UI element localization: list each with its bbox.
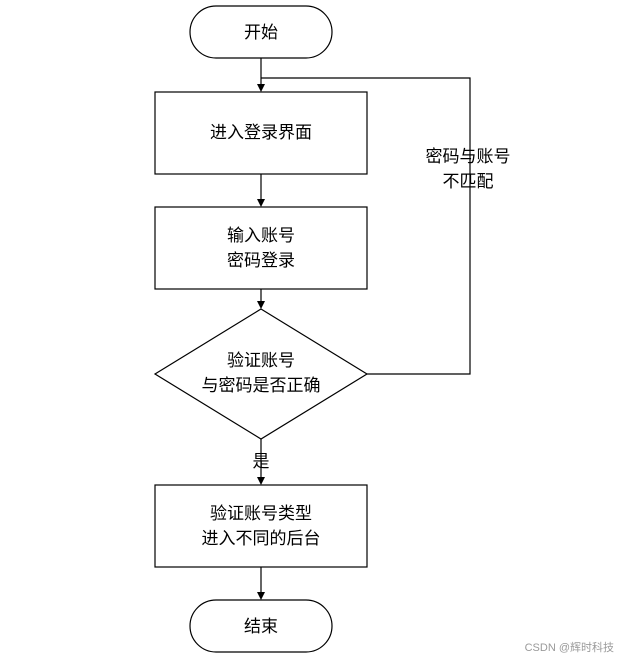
arrowhead-login-to-input (257, 199, 265, 207)
input-account-process: 输入账号 密码登录 (154, 206, 368, 290)
start-label: 开始 (244, 23, 278, 43)
start-terminal: 开始 (189, 5, 333, 59)
verify-line1: 验证账号 (227, 351, 295, 371)
mismatch-label-line2: 不匹配 (443, 172, 494, 192)
verify-type-line2: 进入不同的后台 (202, 529, 321, 549)
end-terminal: 结束 (189, 599, 333, 653)
mismatch-label-line1: 密码与账号 (426, 147, 511, 167)
arrowhead-start-to-login (257, 84, 265, 92)
end-label: 结束 (244, 617, 278, 637)
arrowhead-type-to-end (257, 592, 265, 600)
input-account-line1: 输入账号 (227, 226, 295, 246)
arrowhead-input-to-verify (257, 301, 265, 309)
verify-decision: 验证账号 与密码是否正确 (153, 308, 369, 440)
yes-label: 是 (253, 452, 270, 472)
edge-mismatch-loop (261, 77, 471, 375)
verify-type-process: 验证账号类型 进入不同的后台 (154, 484, 368, 568)
verify-line2: 与密码是否正确 (202, 376, 321, 396)
verify-type-line1: 验证账号类型 (210, 504, 312, 524)
input-account-line2: 密码登录 (227, 251, 295, 271)
enter-login-process: 进入登录界面 (154, 91, 368, 175)
watermark: CSDN @辉时科技 (524, 642, 614, 654)
enter-login-label: 进入登录界面 (210, 123, 312, 143)
arrowhead-verify-to-type (257, 477, 265, 485)
